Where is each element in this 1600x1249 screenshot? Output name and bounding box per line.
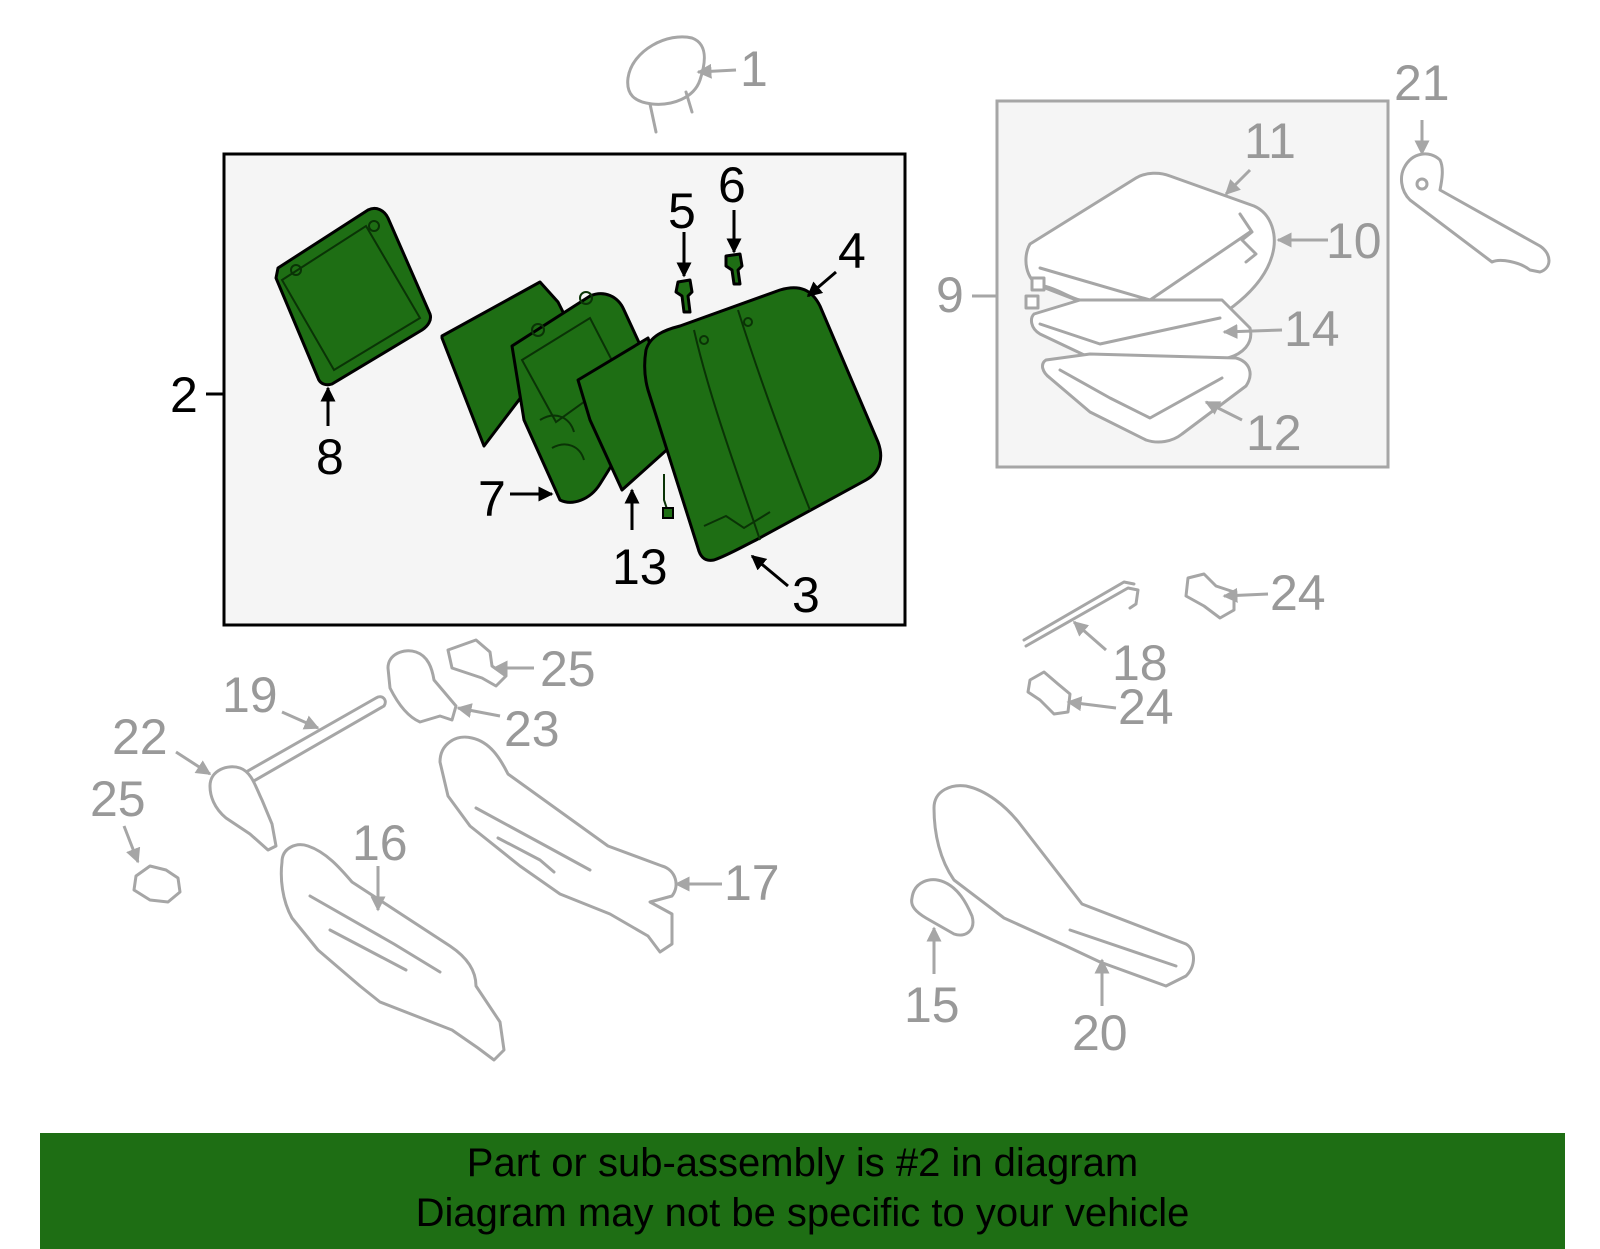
callout-9[interactable]: 9: [936, 267, 964, 323]
callout-6[interactable]: 6: [718, 157, 746, 213]
seat-back-cover-part[interactable]: [643, 286, 883, 562]
callout-8[interactable]: 8: [316, 429, 344, 485]
callout-16[interactable]: 16: [352, 815, 408, 871]
callout-1[interactable]: 1: [740, 41, 768, 97]
callout-17[interactable]: 17: [724, 855, 780, 911]
banner-line-1: Part or sub-assembly is #2 in diagram: [466, 1141, 1139, 1185]
callout-12[interactable]: 12: [1246, 405, 1302, 461]
recliner-lever-part[interactable]: [1400, 152, 1551, 274]
callout-19[interactable]: 19: [222, 667, 278, 723]
callout-22[interactable]: 22: [112, 709, 168, 765]
callout-4[interactable]: 4: [838, 223, 866, 279]
callout-15[interactable]: 15: [904, 977, 960, 1033]
callout-3[interactable]: 3: [792, 567, 820, 623]
seat-track-part-16[interactable]: [279, 843, 506, 1062]
cover-part-15[interactable]: [910, 878, 975, 937]
bracket-part-22[interactable]: [208, 765, 278, 852]
bracket-part-23[interactable]: [386, 649, 458, 724]
bracket-part-25-upper[interactable]: [446, 638, 508, 688]
cushion-frame-part[interactable]: [1041, 352, 1252, 444]
track-cover-part-20[interactable]: [932, 784, 1195, 988]
seat-track-part-17[interactable]: [438, 735, 678, 954]
cushion-connector: [1024, 276, 1082, 310]
callout-25-upper[interactable]: 25: [540, 641, 596, 697]
banner-line-2: Diagram may not be specific to your vehi…: [415, 1191, 1190, 1235]
bracket-part-24-upper[interactable]: [1184, 572, 1236, 620]
callout-23[interactable]: 23: [504, 701, 560, 757]
callout-13[interactable]: 13: [612, 539, 668, 595]
heater-connector: [662, 507, 674, 519]
bracket-part-24-lower[interactable]: [1026, 670, 1072, 716]
clip-part-6[interactable]: [724, 252, 744, 286]
info-banner: Part or sub-assembly is #2 in diagram Di…: [40, 1133, 1565, 1249]
callout-24-lower[interactable]: 24: [1118, 679, 1174, 735]
callout-20[interactable]: 20: [1072, 1005, 1128, 1061]
callout-5[interactable]: 5: [668, 183, 696, 239]
headrest-part[interactable]: [626, 35, 706, 134]
callout-11[interactable]: 11: [1244, 113, 1296, 169]
callout-24-upper[interactable]: 24: [1270, 565, 1326, 621]
callout-10[interactable]: 10: [1326, 213, 1382, 269]
callout-labels: 1 2 3 4 5 6 7 8 9 10 11 12 13 14 15 16 1…: [90, 41, 1450, 1061]
callout-2[interactable]: 2: [170, 367, 198, 423]
back-panel-part[interactable]: [274, 206, 432, 387]
callout-18[interactable]: 18: [1112, 635, 1168, 691]
rod-part-18[interactable]: [1022, 580, 1140, 648]
callout-7[interactable]: 7: [478, 471, 506, 527]
leader-lines: [122, 63, 1430, 1006]
callout-21[interactable]: 21: [1394, 55, 1450, 111]
callout-25-lower[interactable]: 25: [90, 771, 146, 827]
clip-part-5[interactable]: [674, 278, 694, 314]
bracket-part-25-lower[interactable]: [132, 864, 182, 904]
callout-14[interactable]: 14: [1284, 301, 1340, 357]
